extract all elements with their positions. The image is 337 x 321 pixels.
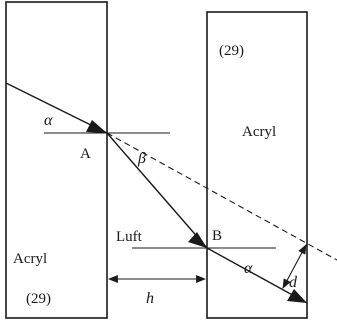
right-acrylic-block (206, 11, 308, 319)
label-gap-medium: Luft (116, 229, 143, 245)
label-point-a: A (80, 146, 91, 162)
label-angle-beta: β (137, 150, 146, 167)
label-angle-alpha-out: α (244, 260, 253, 277)
left-acrylic-block (5, 1, 108, 319)
label-offset-d: d (289, 274, 298, 291)
incident-ray-arrowhead (86, 120, 107, 133)
label-left-index: (29) (26, 291, 51, 307)
air-ray-arrowhead (188, 232, 207, 248)
exit-ray-arrowhead (287, 289, 307, 303)
label-right-material: Acryl (242, 124, 276, 140)
label-gap-width-h: h (146, 290, 154, 307)
label-point-b: B (212, 228, 222, 244)
label-right-index: (29) (219, 43, 244, 59)
offset-dimension-arrow (282, 244, 307, 289)
label-angle-alpha-in: α (44, 112, 53, 129)
dashed-extension-line (106, 132, 337, 261)
label-left-material: Acryl (13, 251, 47, 267)
exit-ray (206, 247, 308, 304)
air-ray (106, 132, 208, 249)
